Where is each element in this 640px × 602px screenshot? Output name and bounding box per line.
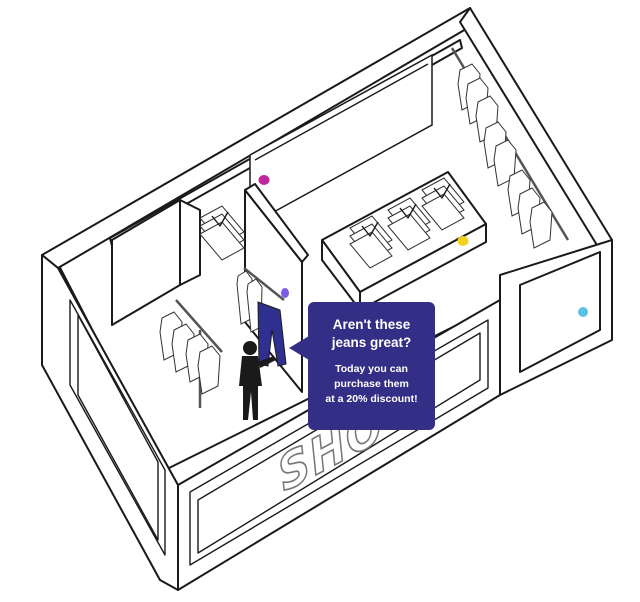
folded-shirt-stack-1 [349, 215, 393, 269]
speech-bubble: Aren't these jeans great? Today you can … [308, 302, 435, 430]
beacon-icon [281, 288, 289, 298]
jeans-rack-rail [243, 267, 285, 301]
offer-line: Today you can [335, 363, 408, 375]
folded-shirt-stack-shelf [199, 205, 245, 261]
headline-line: jeans great? [331, 335, 412, 350]
front-left-window [69, 299, 166, 556]
speech-bubble-tail [289, 336, 309, 360]
person-icon [239, 341, 276, 420]
left-clothing-rail [175, 299, 223, 353]
beacon-icon [258, 175, 270, 185]
bubble-offer-text: Today you can purchase them at a 20% dis… [314, 362, 429, 407]
headline-line: Aren't these [332, 317, 411, 332]
bubble-headline: Aren't these jeans great? [314, 316, 429, 352]
offer-line: at a 20% discount! [325, 393, 418, 405]
beacon-icon [457, 236, 469, 246]
folded-shirt-stack-3 [421, 177, 465, 231]
offer-line: purchase them [334, 378, 409, 390]
right-hanging-shirts [457, 63, 553, 249]
beacon-icon [578, 307, 588, 317]
folded-shirt-stack-2 [387, 197, 431, 251]
left-hanging-shirts [159, 311, 221, 395]
